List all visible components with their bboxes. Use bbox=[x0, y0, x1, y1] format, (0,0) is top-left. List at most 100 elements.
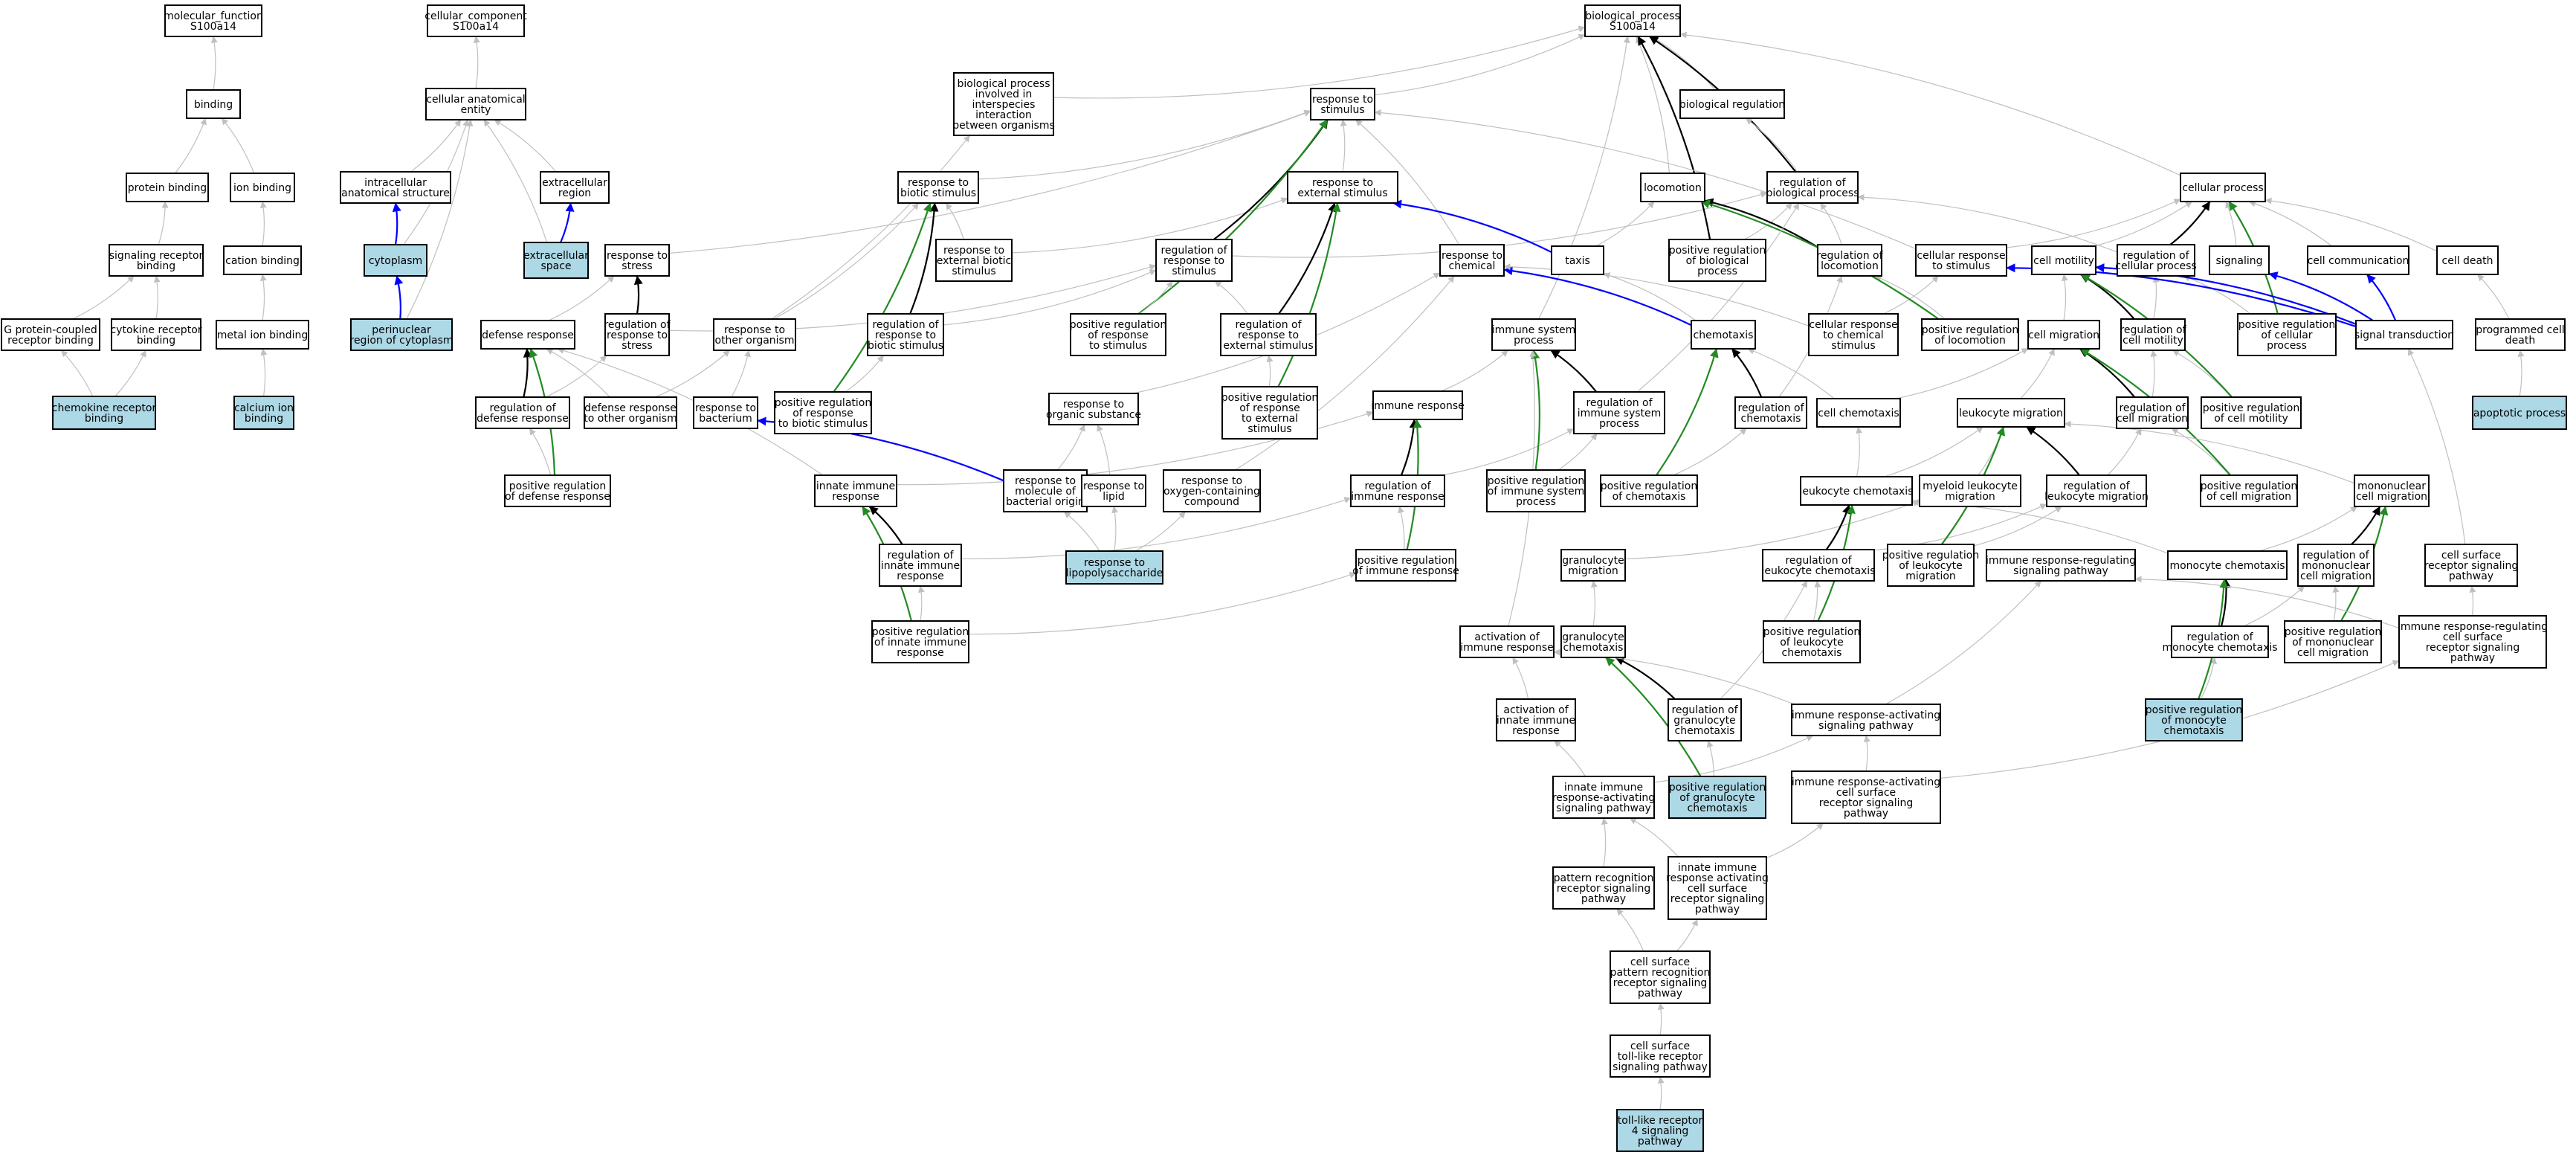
edge-rmcmig-to-mcmig bbox=[2351, 506, 2381, 545]
node-prrbs-label-line-0: positive regulation bbox=[775, 397, 871, 409]
node-loco-box bbox=[1640, 173, 1705, 202]
node-bpio-label-line-3: interaction bbox=[975, 109, 1032, 121]
node-rtbact-box bbox=[693, 396, 758, 429]
node-prrsp-label-line-1: receptor signaling bbox=[1557, 883, 1651, 895]
node-rrs-label-line-0: regulation of bbox=[1161, 245, 1227, 257]
node-prloco-label-line-1: of locomotion bbox=[1934, 335, 2006, 347]
edge-actiir-to-actir bbox=[1512, 657, 1529, 700]
edge-prgchemo-to-rgchemo bbox=[1706, 740, 1714, 777]
edge-irrcsrsp-to-csrsp bbox=[2469, 585, 2476, 617]
edge-rloco-to-loco bbox=[1704, 198, 1818, 248]
node-rebs-label-line-2: stimulus bbox=[952, 266, 995, 277]
node-prrs-label-line-1: of response bbox=[1088, 329, 1149, 341]
edge-iiracsrsp-to-iirasp bbox=[1629, 817, 1679, 857]
node-mib: metal ion binding bbox=[216, 320, 309, 350]
node-crchem-box bbox=[1808, 313, 1899, 356]
edge-csrsp-to-st bbox=[2407, 348, 2466, 545]
node-iracsrsp-box bbox=[1791, 770, 1941, 824]
node-rrstress-box bbox=[604, 313, 670, 356]
node-cyto: cytoplasm bbox=[364, 244, 427, 277]
edge-prcp-to-rcp bbox=[2183, 274, 2251, 315]
edge-sig-to-cp bbox=[2225, 201, 2237, 247]
node-prres-label-line-3: stimulus bbox=[1247, 423, 1291, 435]
node-prcp-label-line-0: positive regulation bbox=[2238, 319, 2335, 331]
edge-chemorb-to-gpcr bbox=[60, 350, 94, 397]
edge-rtlps-to-rtocc bbox=[1134, 511, 1186, 552]
node-prgchemo-label-line-1: of granulocyte bbox=[1679, 792, 1755, 804]
node-mcmig-label-line-1: cell migration bbox=[2356, 491, 2427, 503]
node-iiracsrsp-label-line-0: innate immune bbox=[1678, 862, 1757, 874]
node-prdr-label-line-1: of defense response bbox=[505, 491, 610, 503]
edge-iiracsrsp-to-iracsrsp bbox=[1766, 823, 1824, 859]
edge-cyto-to-ias bbox=[392, 202, 401, 245]
node-prlmig-label-line-0: positive regulation bbox=[1882, 550, 1979, 561]
node-mf-label-line-1: S100a14 bbox=[190, 21, 236, 33]
node-st-label-line-0: signal transduction bbox=[2354, 329, 2454, 341]
node-rloco-label-line-0: regulation of bbox=[1816, 250, 1883, 262]
node-csrsp-label-line-1: receptor signaling bbox=[2424, 560, 2519, 572]
node-bpio-label-line-1: involved in bbox=[975, 89, 1033, 100]
edge-csprrsp-to-prrsp bbox=[1616, 908, 1644, 952]
edge-rtstress-to-rts bbox=[668, 110, 1311, 254]
node-rtstress-label-line-1: stress bbox=[622, 260, 652, 272]
edge-immr-to-isp bbox=[1440, 350, 1508, 392]
edge-rbp-to-breg bbox=[1745, 118, 1798, 173]
node-prlchemo-label-line-2: chemotaxis bbox=[1782, 647, 1842, 659]
node-chemorb-label-line-0: chemokine receptor bbox=[52, 402, 157, 414]
node-lchemo: leukocyte chemotaxis bbox=[1799, 476, 1914, 506]
edge-rgchemo-to-gchemo bbox=[1615, 657, 1676, 700]
node-rrs-label-line-1: response to bbox=[1163, 255, 1224, 267]
node-rebs-box bbox=[935, 239, 1013, 282]
node-rir-box bbox=[1350, 474, 1445, 507]
node-rmcmig-label-line-1: mononuclear bbox=[2302, 560, 2370, 572]
node-iir-label-line-1: response bbox=[832, 491, 879, 503]
node-cmot-box bbox=[2031, 245, 2096, 275]
node-immr-label-line-0: immune response bbox=[1371, 400, 1465, 412]
node-ionb-box bbox=[230, 173, 295, 202]
node-rchemo-label-line-1: chemotaxis bbox=[1741, 413, 1801, 425]
node-ecr-label-line-1: region bbox=[558, 187, 591, 199]
node-rtocc-box bbox=[1163, 469, 1261, 512]
node-prres-label-line-0: positive regulation bbox=[1221, 392, 1318, 404]
edge-iirasp-to-actiir bbox=[1554, 740, 1586, 777]
edge-rrbs-to-rrs bbox=[943, 269, 1157, 326]
node-prdr-box bbox=[504, 474, 611, 507]
edge-binding-to-mf bbox=[210, 36, 218, 91]
node-rcmig-box bbox=[2116, 396, 2189, 429]
node-rmchemo-box bbox=[2171, 625, 2269, 658]
node-srb-label-line-0: signaling receptor bbox=[109, 250, 204, 262]
edge-gmig-to-mlmig bbox=[1624, 500, 1920, 560]
node-mcmig-box bbox=[2354, 474, 2430, 507]
node-actir-label-line-1: immune response bbox=[1460, 642, 1554, 654]
node-drtoo-label-line-0: defense response bbox=[584, 402, 677, 414]
node-prcmot-label-line-0: positive regulation bbox=[2203, 402, 2299, 414]
edge-irrcsrsp-to-irrsp bbox=[2134, 576, 2400, 629]
node-prcmig-label-line-0: positive regulation bbox=[2201, 480, 2297, 492]
edge-rdr-to-rrstress bbox=[545, 355, 607, 398]
node-rrstress-label-line-2: stress bbox=[622, 340, 652, 352]
node-rtc-box bbox=[1439, 244, 1505, 277]
edge-cmig-to-cmot bbox=[2061, 274, 2068, 321]
node-cstlrsp-label-line-1: toll-like receptor bbox=[1618, 1051, 1703, 1063]
node-prmchemo-label-line-2: chemotaxis bbox=[2164, 725, 2224, 737]
edge-rres-to-res bbox=[1278, 202, 1337, 315]
node-rlmig-label-line-1: leukocyte migration bbox=[2044, 491, 2149, 503]
node-rtos-label-line-1: organic substance bbox=[1046, 409, 1141, 421]
edge-mlmig-to-lmig bbox=[1978, 426, 2005, 476]
node-ionb-label-line-0: ion binding bbox=[233, 182, 291, 194]
node-cae-box bbox=[425, 88, 526, 120]
node-prres-box bbox=[1221, 386, 1318, 440]
node-rrstress-label-line-1: response to bbox=[607, 329, 668, 341]
